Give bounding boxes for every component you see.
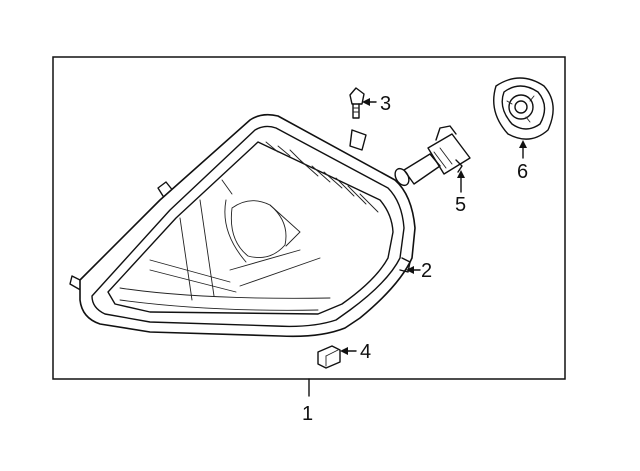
callout-1: 1	[302, 403, 313, 425]
retaining-clip	[317, 345, 341, 369]
callout-6: 6	[517, 161, 528, 183]
screw-arrow	[362, 98, 370, 106]
bulb-arrow	[457, 170, 465, 178]
adjuster-screw	[349, 87, 365, 119]
cover-arrow	[519, 140, 527, 148]
housing-arrow	[406, 266, 414, 274]
bulb-cover	[493, 77, 554, 140]
headlamp-bulb	[394, 125, 471, 187]
callout-4: 4	[360, 341, 371, 363]
callout-3: 3	[380, 93, 391, 115]
headlamp-housing	[69, 113, 416, 338]
callout-5: 5	[455, 194, 466, 216]
clip-arrow	[340, 347, 348, 355]
callout-2: 2	[421, 260, 432, 282]
